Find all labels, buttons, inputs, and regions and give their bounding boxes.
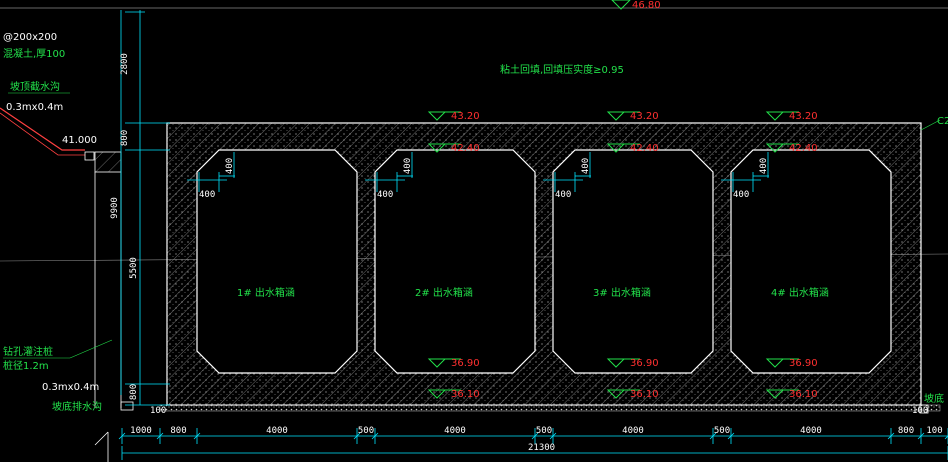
haunch-dim-horizontal-1: 400	[199, 190, 215, 200]
elevation-marker-bottom-2: 36.10	[606, 389, 659, 400]
elevation-text-inner_bottom-2: 36.90	[630, 358, 659, 369]
left-retaining-pile	[0, 107, 134, 462]
elevation-marker-inner_top-1: 42.40	[427, 143, 480, 154]
bottom-dim-10: 100	[926, 426, 942, 436]
top-elevation-text: 46.80	[632, 0, 661, 11]
dim-800-top: 800	[120, 130, 130, 146]
right-drain-note: 坡底	[924, 392, 944, 405]
elevation-marker-inner_bottom-3: 36.90	[765, 358, 818, 369]
elevation-text-inner_top-3: 42.40	[789, 143, 818, 154]
grade-elevation: 41.000	[62, 135, 97, 146]
elevation-marker-top-2: 43.20	[606, 111, 659, 122]
haunch-dimension-2	[365, 152, 413, 192]
bottom-dim-0: 1000	[130, 426, 152, 436]
elevation-text-top-1: 43.20	[451, 111, 480, 122]
bottom-dim-1: 800	[170, 426, 186, 436]
dim-total-width: 21300	[528, 443, 555, 453]
elevation-text-top-3: 43.20	[789, 111, 818, 122]
concrete-tag: C2	[937, 116, 948, 127]
culvert-label-2: 2# 出水箱涵	[415, 286, 473, 299]
elevation-text-bottom-1: 36.10	[451, 389, 480, 400]
elevation-marker-inner_top-3: 42.40	[765, 143, 818, 154]
elevation-marker-bottom-3: 36.10	[765, 389, 818, 400]
haunch-dim-vertical-2: 400	[403, 158, 413, 174]
haunch-dimension-4	[721, 152, 769, 192]
left-vertical-dimension-lines	[120, 10, 170, 406]
left-annotations: @200x200 混凝土,厚100 坡顶截水沟 0.3mx0.4m 41.000…	[3, 32, 113, 413]
elevation-marker-top-3: 43.20	[765, 111, 818, 122]
backfill-note: 粘土回填,回填压实度≥0.95	[500, 63, 624, 76]
haunch-dim-vertical-3: 400	[581, 158, 591, 174]
haunch-dim-vertical-4: 400	[759, 158, 769, 174]
elevation-text-bottom-3: 36.10	[789, 389, 818, 400]
haunch-dim-vertical-1: 400	[225, 158, 235, 174]
bottom-dim-6: 4000	[622, 426, 644, 436]
elevation-marker-inner_bottom-2: 36.90	[606, 358, 659, 369]
elevation-text-inner_top-2: 42.40	[630, 143, 659, 154]
elevation-text-inner_bottom-1: 36.90	[451, 358, 480, 369]
dim-800-bottom: 800	[129, 384, 139, 400]
bottom-dim-4: 4000	[444, 426, 466, 436]
bottom-dim-3: 500	[358, 426, 374, 436]
pile-note: 钻孔灌注桩	[3, 345, 53, 358]
box-culvert-structure	[166, 122, 922, 406]
elevation-text-inner_bottom-3: 36.90	[789, 358, 818, 369]
culvert-label-4: 4# 出水箱涵	[771, 286, 829, 299]
bottom-dim-2: 4000	[266, 426, 288, 436]
top-drain-size: 0.3mx0.4m	[6, 102, 63, 113]
dim-100-right: 100	[912, 406, 928, 416]
top-elevation-marker: 46.80	[611, 0, 661, 11]
pile-diameter-note: 桩径1.2m	[3, 359, 49, 372]
elevation-marker-inner_top-2: 42.40	[606, 143, 659, 154]
elevation-text-inner_top-1: 42.40	[451, 143, 480, 154]
bottom-drain-size: 0.3mx0.4m	[42, 382, 99, 393]
dim-5500: 5500	[129, 257, 139, 279]
elevation-marker-inner_bottom-1: 36.90	[427, 358, 480, 369]
dim-100-left: 100	[150, 406, 166, 416]
gravel-bedding	[159, 404, 941, 412]
bottom-dim-8: 4000	[800, 426, 822, 436]
culvert-label-3: 3# 出水箱涵	[593, 286, 651, 299]
dim-9900: 9900	[110, 197, 120, 219]
culvert-cell-2	[374, 149, 536, 374]
bottom-dim-5: 500	[536, 426, 552, 436]
haunch-dimension-3	[543, 152, 591, 192]
mesh-note: @200x200	[3, 32, 57, 43]
culvert-label-1: 1# 出水箱涵	[237, 286, 295, 299]
bottom-dim-9: 800	[898, 426, 914, 436]
elevation-text-top-2: 43.20	[630, 111, 659, 122]
concrete-note: 混凝土,厚100	[3, 47, 65, 60]
right-annotations: C2 坡底	[919, 116, 948, 414]
haunch-dim-horizontal-4: 400	[733, 190, 749, 200]
culvert-cell-1	[196, 149, 358, 374]
haunch-dim-horizontal-2: 400	[377, 190, 393, 200]
elevation-marker-bottom-1: 36.10	[427, 389, 480, 400]
haunch-dim-horizontal-3: 400	[555, 190, 571, 200]
elevation-marker-top-1: 43.20	[427, 111, 480, 122]
bottom-dimension-chain	[118, 428, 948, 460]
bottom-dim-7: 500	[714, 426, 730, 436]
top-drain-note: 坡顶截水沟	[10, 80, 60, 93]
culvert-cell-4	[730, 149, 892, 374]
haunch-dimension-1	[187, 152, 235, 192]
dim-2800: 2800	[120, 53, 130, 75]
culvert-cell-3	[552, 149, 714, 374]
elevation-text-bottom-2: 36.10	[630, 389, 659, 400]
bottom-drain-note: 坡底排水沟	[52, 400, 102, 413]
